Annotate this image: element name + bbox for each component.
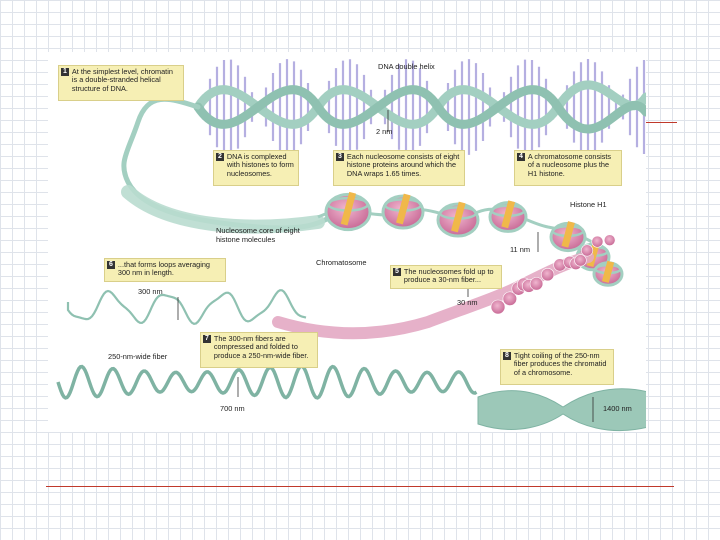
callout-step-6: 6 ...that forms loops averaging 300 nm i… [104, 258, 226, 282]
histone-h1 [451, 201, 466, 233]
callout-text: Tight coiling of the 250-nm fiber produc… [513, 351, 607, 377]
callout-step-1: 1 At the simplest level, chromatin is a … [58, 65, 184, 101]
callout-step-8: 8 Tight coiling of the 250-nm fiber prod… [500, 349, 614, 385]
fiber-nucleosome [591, 235, 604, 248]
chromatid-chromosome [477, 388, 646, 431]
label-30nm: 30 nm [457, 298, 478, 307]
chromatin-diagram [56, 59, 646, 431]
label-11nm: 11 nm [510, 245, 530, 254]
chromatin-structure-figure: 1 At the simplest level, chromatin is a … [48, 52, 646, 432]
label-2nm: 2 nm [376, 127, 393, 136]
label-nucleosome-core: Nucleosome core of eight histone molecul… [216, 226, 300, 244]
fiber-nucleosome [541, 267, 555, 282]
slide-rule-bottom [46, 486, 674, 487]
histone-h1 [340, 191, 357, 226]
label-300nm: 300 nm [138, 287, 163, 296]
histone-h1 [501, 200, 516, 229]
callout-step-7: 7 The 300-nm fibers are compressed and f… [200, 332, 318, 368]
histone-h1 [601, 260, 615, 283]
callout-step-2: 2 DNA is complexed with histones to form… [213, 150, 299, 186]
label-250nm-fiber: 250-nm-wide fiber [108, 352, 168, 361]
callout-number: 3 [336, 153, 344, 161]
fiber-nucleosome [529, 277, 544, 291]
callout-text: ...that forms loops averaging 300 nm in … [117, 260, 210, 278]
nucleosome-string [324, 191, 624, 287]
callout-number: 6 [107, 261, 115, 269]
callout-step-4: 4 A chromatosome consists of a nucleosom… [514, 150, 622, 186]
histone-h1 [396, 193, 411, 225]
callout-number: 8 [503, 352, 511, 360]
callout-step-3: 3 Each nucleosome consists of eight hist… [333, 150, 465, 186]
fiber-nucleosome [581, 244, 594, 257]
fiber-nucleosome [574, 254, 587, 267]
callout-number: 2 [216, 153, 224, 161]
label-1400nm: 1400 nm [603, 404, 632, 413]
callout-text: The 300-nm fibers are compressed and fol… [213, 334, 309, 360]
slide-rule-top [645, 122, 677, 123]
thirty-nm-fiber-beads [490, 234, 616, 315]
callout-number: 4 [517, 153, 525, 161]
three-hundred-nm-loops [66, 289, 307, 326]
callout-text: The nucleosomes fold up to produce a 30-… [403, 267, 494, 285]
callout-number: 5 [393, 268, 401, 276]
dna-double-helix [193, 59, 646, 155]
dna-linker-band [121, 185, 325, 234]
label-700nm: 700 nm [220, 404, 245, 413]
callout-number: 7 [203, 335, 211, 343]
fiber-nucleosome [603, 234, 616, 246]
fiber-nucleosome [490, 299, 506, 315]
callout-text: DNA is complexed with histones to form n… [226, 152, 294, 178]
callout-text: A chromatosome consists of a nucleosome … [527, 152, 612, 178]
histone-h1 [561, 221, 575, 248]
label-histone-h1: Histone H1 [570, 200, 607, 209]
callout-text: Each nucleosome consists of eight histon… [346, 152, 460, 178]
callout-text: At the simplest level, chromatin is a do… [71, 67, 173, 93]
fiber-nucleosome [502, 291, 518, 306]
label-dna-double-helix: DNA double helix [378, 62, 435, 71]
label-chromatosome: Chromatosome [316, 258, 367, 267]
callout-number: 1 [61, 68, 69, 76]
two-fifty-nm-fiber [56, 364, 478, 400]
callout-step-5: 5 The nucleosomes fold up to produce a 3… [390, 265, 502, 289]
